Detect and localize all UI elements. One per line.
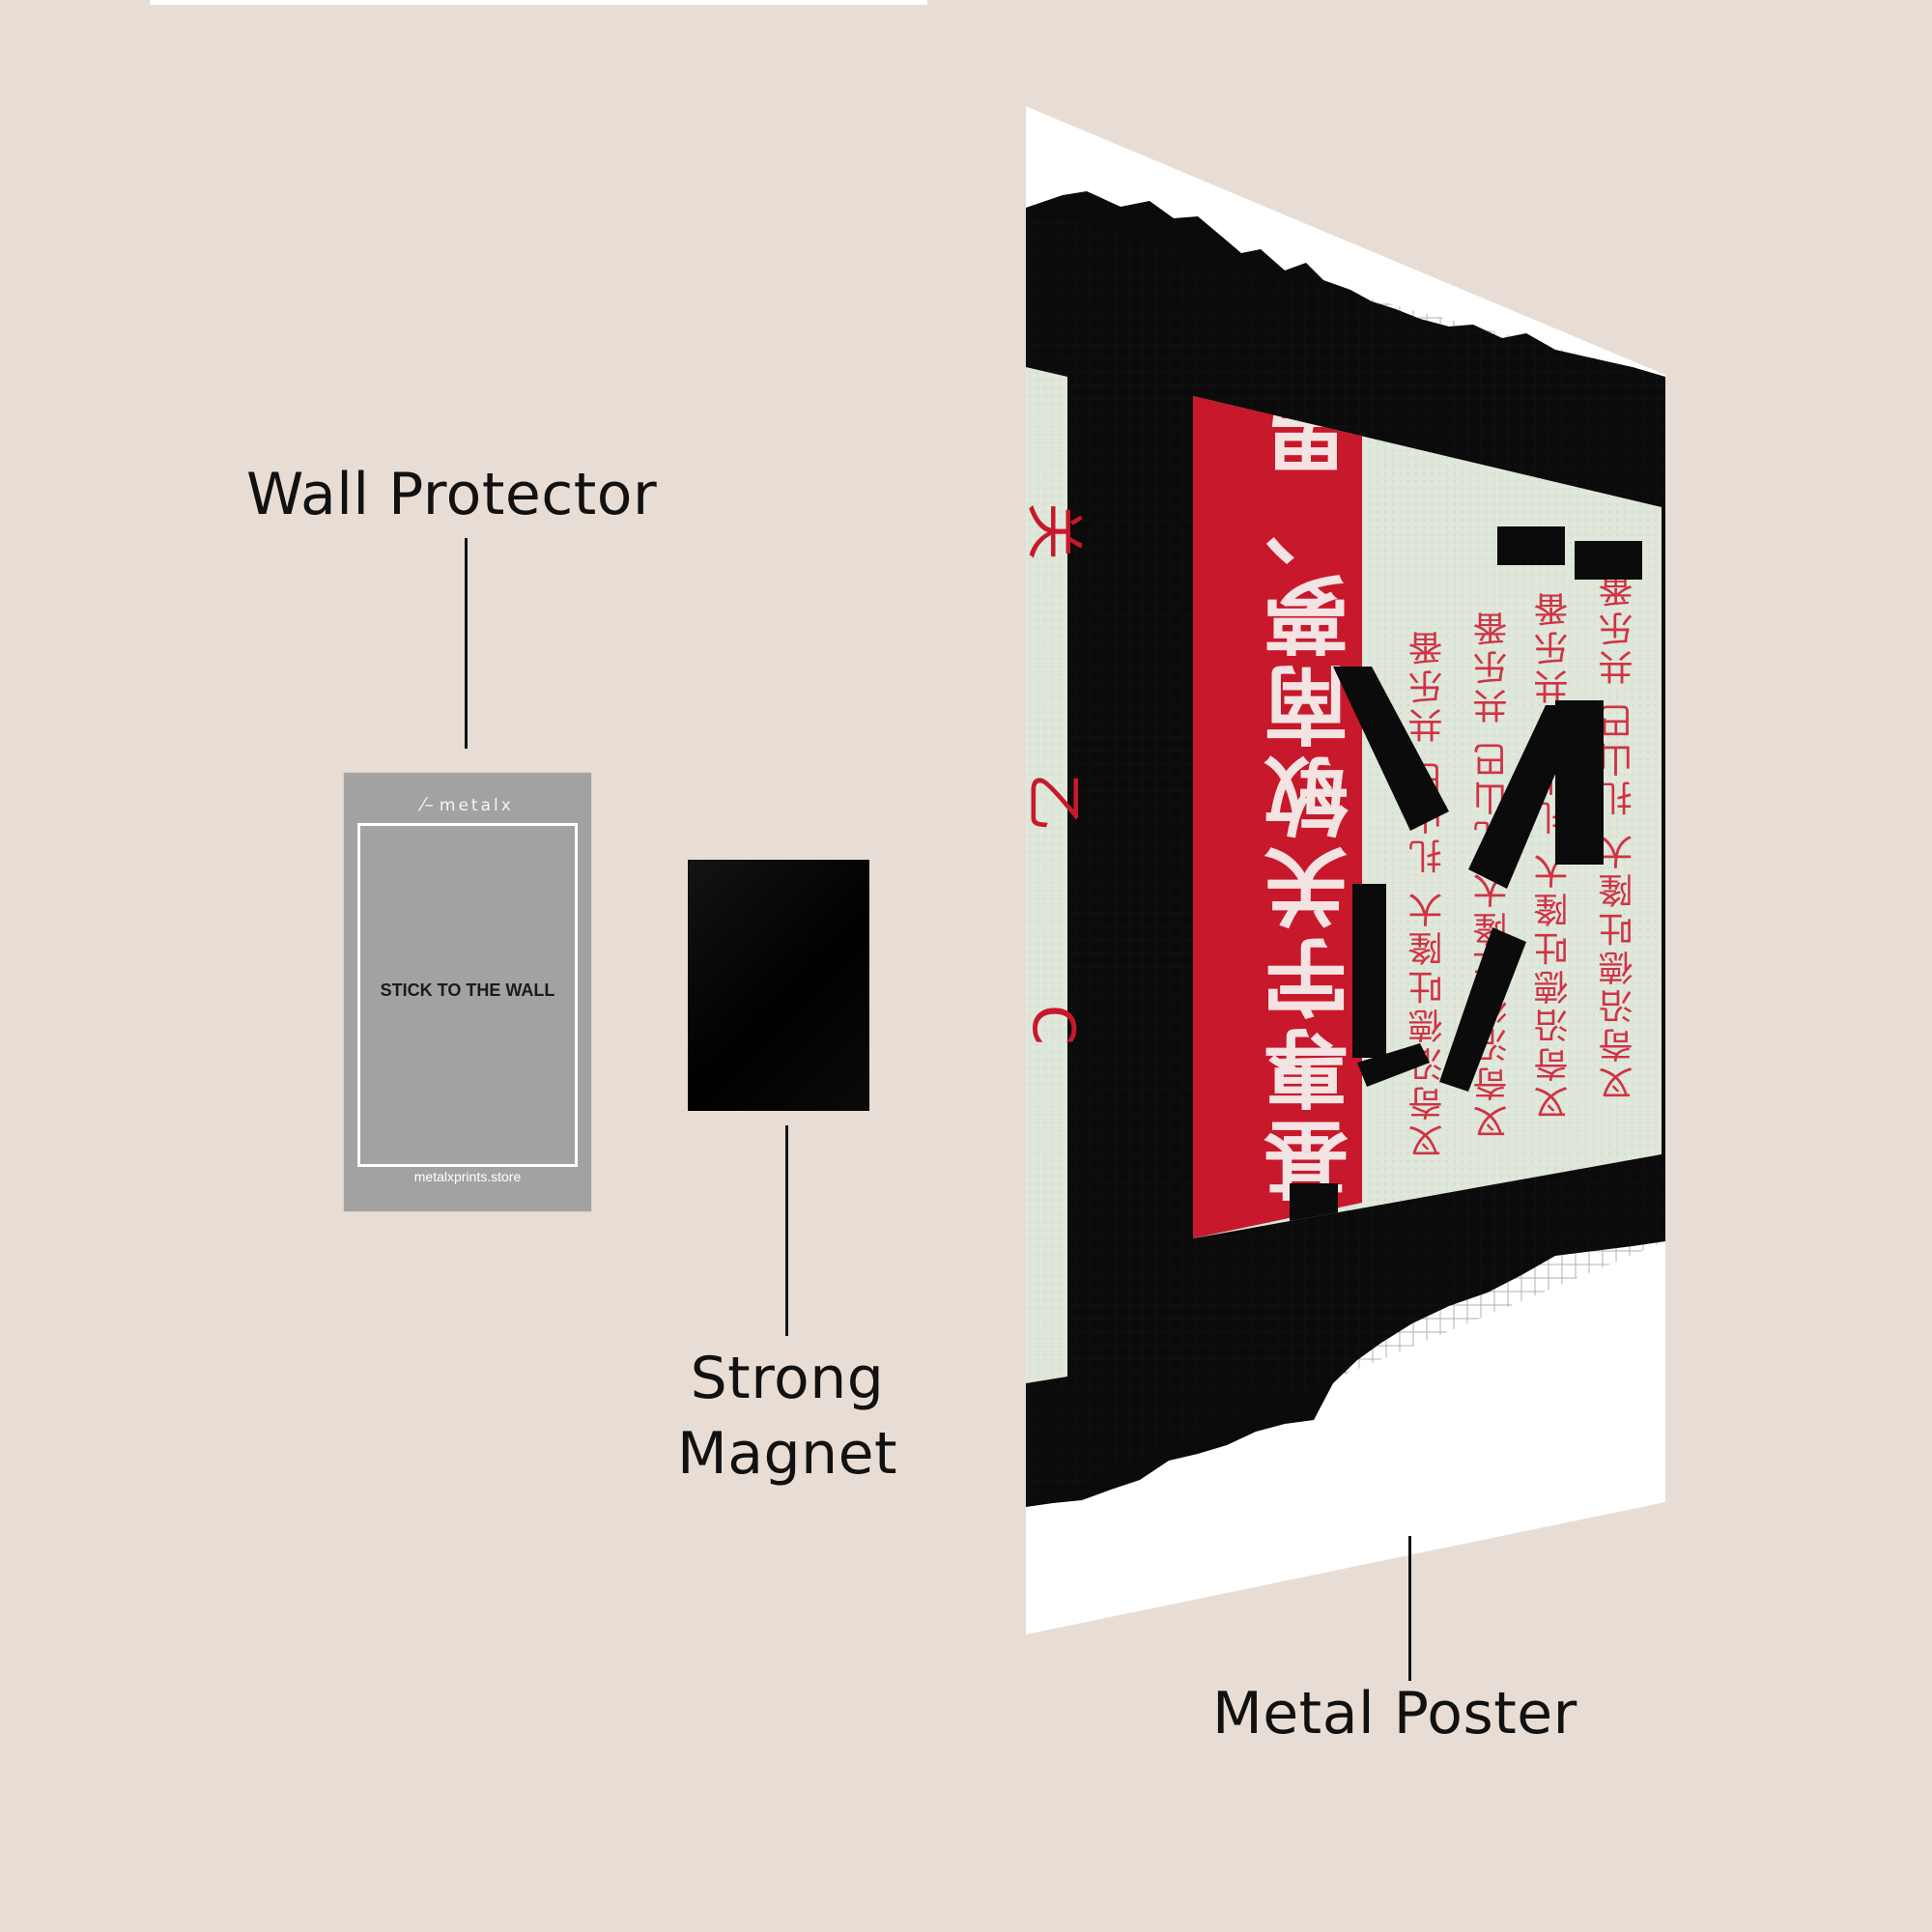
svg-text:C: C [1019,1005,1087,1045]
poster-red-banner [1193,396,1362,1238]
strong-magnet-leader-line [785,1125,788,1336]
store-url-text: metalxprints.store [413,1169,522,1184]
strong-magnet-plate [688,860,869,1111]
red-banner-text: 基專宇关敏南夢、男古薑 [1264,204,1363,1203]
strong-magnet-label: Strong Magnet [667,1341,908,1492]
wall-protector-label: Wall Protector [246,461,658,528]
stick-to-wall-text: STICK TO THE WALL [380,980,555,1000]
poster-body-text-4: 叉奇沿德吐隆大 扎山巴 共乐番 [1600,569,1639,1101]
metal-poster-leader-line [1408,1536,1411,1681]
wall-protector-frame [357,823,578,1167]
top-edge-strip [150,0,927,5]
poster-left-panel [1026,367,1067,1383]
wall-protector-card: ⁄– metalx STICK TO THE WALL metalxprints.… [344,773,591,1211]
metalx-logo-icon: ⁄– [421,794,434,815]
poster-body-text-1: 叉奇沿德吐隆大 扎山巴 共乐番 [1409,627,1449,1159]
metalx-logo-text: metalx [439,796,514,815]
poster-big-glyph [1290,526,1642,1236]
metal-poster-label: Metal Poster [1212,1680,1577,1747]
strong-magnet-label-line1: Strong [690,1345,885,1412]
svg-text:乙: 乙 [1019,773,1087,831]
strong-magnet-label-line2: Magnet [676,1420,898,1488]
metalx-logo: ⁄– metalx [344,794,591,815]
wall-protector-leader-line [465,538,468,749]
svg-text:关: 关 [1019,502,1087,560]
